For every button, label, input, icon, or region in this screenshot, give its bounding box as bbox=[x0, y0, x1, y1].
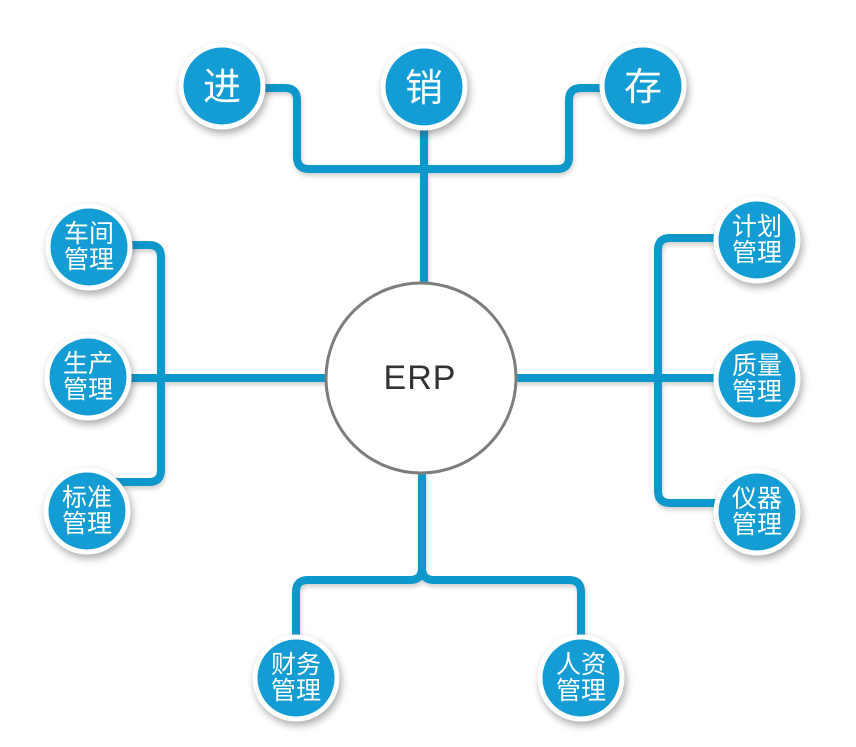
production-label-line1: 生产 bbox=[63, 350, 113, 378]
hr-circle bbox=[537, 634, 625, 722]
inventory-circle bbox=[599, 42, 687, 130]
connector-inventory bbox=[420, 84, 647, 173]
planning-label-line1: 计划 bbox=[732, 213, 782, 241]
quality-label-line2: 管理 bbox=[732, 378, 782, 406]
node-inventory: 存 bbox=[599, 42, 687, 130]
quality-circle bbox=[713, 335, 801, 423]
sales-label: 销 bbox=[405, 68, 443, 110]
node-quality-mgmt: 质量 管理 bbox=[713, 335, 801, 423]
purchase-circle bbox=[178, 42, 266, 130]
hr-label-line2: 管理 bbox=[556, 677, 606, 705]
workshop-label-line1: 车间 bbox=[64, 220, 114, 248]
connector-purchase bbox=[218, 84, 428, 173]
finance-label-line2: 管理 bbox=[271, 677, 321, 705]
inventory-label: 存 bbox=[624, 67, 662, 109]
planning-label-line2: 管理 bbox=[732, 239, 782, 267]
erp-center-circle bbox=[324, 281, 518, 475]
standards-label-line1: 标准 bbox=[62, 484, 112, 512]
production-label-line2: 管理 bbox=[63, 376, 113, 404]
hr-label-line1: 人资 bbox=[556, 651, 606, 679]
node-standards-mgmt: 标准 管理 bbox=[43, 467, 131, 555]
connector-hr bbox=[418, 468, 585, 654]
connector-lines bbox=[85, 84, 761, 654]
connector-planning bbox=[654, 234, 761, 382]
erp-center-label: ERP bbox=[384, 359, 457, 397]
finance-label-line1: 财务 bbox=[271, 651, 321, 679]
quality-label-line1: 质量 bbox=[732, 352, 782, 380]
planning-circle bbox=[713, 196, 801, 284]
node-planning-mgmt: 计划 管理 bbox=[713, 196, 801, 284]
node-erp-center: ERP bbox=[324, 281, 518, 475]
connector-workshop bbox=[85, 241, 165, 382]
connector-finance bbox=[292, 468, 426, 654]
node-instrument-mgmt: 仪器 管理 bbox=[713, 468, 801, 556]
node-sales: 销 bbox=[380, 43, 468, 131]
node-hr-mgmt: 人资 管理 bbox=[537, 634, 625, 722]
workshop-label-line2: 管理 bbox=[64, 246, 114, 274]
standards-label-line2: 管理 bbox=[62, 510, 112, 538]
workshop-circle bbox=[45, 203, 133, 291]
connector-instrument bbox=[654, 374, 761, 507]
node-workshop-mgmt: 车间 管理 bbox=[45, 203, 133, 291]
production-circle bbox=[44, 333, 132, 421]
node-finance-mgmt: 财务 管理 bbox=[252, 634, 340, 722]
node-purchase: 进 bbox=[178, 42, 266, 130]
instrument-label-line1: 仪器 bbox=[732, 485, 782, 513]
sales-circle bbox=[380, 43, 468, 131]
instrument-circle bbox=[713, 468, 801, 556]
finance-circle bbox=[252, 634, 340, 722]
purchase-label: 进 bbox=[203, 67, 241, 109]
standards-circle bbox=[43, 467, 131, 555]
instrument-label-line2: 管理 bbox=[732, 511, 782, 539]
connector-standards bbox=[85, 374, 165, 486]
node-production-mgmt: 生产 管理 bbox=[44, 333, 132, 421]
